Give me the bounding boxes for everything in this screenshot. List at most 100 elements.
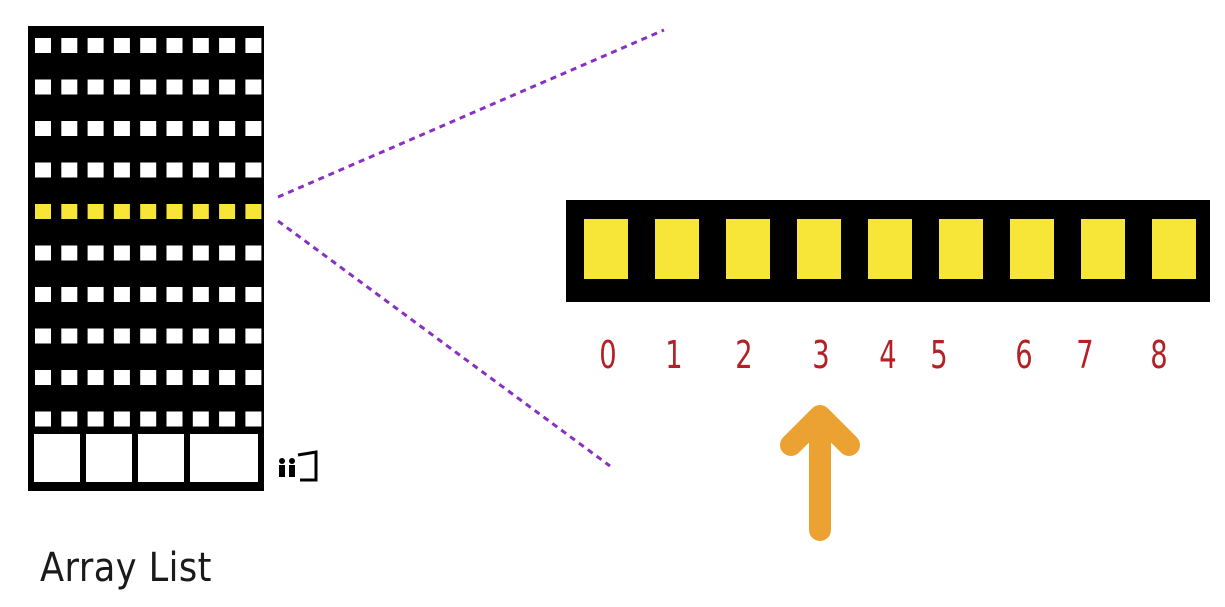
array-cell <box>1152 219 1196 279</box>
array-index-label: 0 <box>599 332 616 377</box>
array-index-label: 1 <box>665 332 682 377</box>
connector-line-bottom <box>277 219 611 468</box>
building-window <box>219 370 236 385</box>
building-window <box>166 79 183 95</box>
array-cell <box>726 219 770 279</box>
building-window <box>140 38 157 53</box>
zoom-connector <box>277 28 665 468</box>
pointer-arrow-head <box>780 405 860 456</box>
building-window <box>35 121 51 136</box>
building-window <box>113 370 130 385</box>
building-window <box>140 121 157 136</box>
highlighted-window <box>61 204 78 219</box>
building-window <box>61 287 78 302</box>
building-window <box>35 328 51 344</box>
building-window <box>87 162 104 178</box>
building-window <box>219 328 236 344</box>
ground-floor <box>34 434 258 482</box>
building-window <box>113 245 130 261</box>
building-window <box>166 162 183 178</box>
building-window <box>61 79 78 95</box>
building-window <box>87 370 104 385</box>
people-figures-icon <box>279 458 295 477</box>
building-window <box>87 328 104 344</box>
array-index-label: 7 <box>1076 332 1093 377</box>
building-window <box>166 121 183 136</box>
array-index-label: 4 <box>879 332 896 377</box>
building-window <box>113 38 130 53</box>
building-window <box>192 328 209 344</box>
building-window <box>192 162 209 178</box>
array-cell <box>1081 219 1125 279</box>
ground-door <box>34 434 80 482</box>
building-window <box>192 411 209 427</box>
building-window <box>35 162 51 178</box>
building-window <box>113 79 130 95</box>
building-window <box>61 38 78 53</box>
building-window <box>87 411 104 427</box>
building-window <box>166 328 183 344</box>
building-window <box>245 245 262 261</box>
building-window <box>192 79 209 95</box>
building-window <box>140 79 157 95</box>
building-window <box>61 245 78 261</box>
array-cell <box>939 219 983 279</box>
building-window <box>113 328 130 344</box>
building-window <box>219 245 236 261</box>
highlighted-window <box>35 204 51 219</box>
building-window <box>140 287 157 302</box>
building-window <box>245 38 262 53</box>
building-window <box>61 411 78 427</box>
array-cell <box>584 219 628 279</box>
building-window <box>35 38 51 53</box>
building-window <box>219 287 236 302</box>
building-window <box>113 411 130 427</box>
building-window <box>61 328 78 344</box>
building-window <box>113 121 130 136</box>
array-cell <box>797 219 841 279</box>
building-window <box>87 245 104 261</box>
array-cell <box>868 219 912 279</box>
building-window <box>140 328 157 344</box>
building-window <box>245 287 262 302</box>
building-window <box>219 79 236 95</box>
connector-line-top <box>277 28 665 199</box>
building-window <box>113 162 130 178</box>
array-index-label: 3 <box>812 332 829 377</box>
building-window <box>166 245 183 261</box>
building-window <box>61 121 78 136</box>
array-index-label: 5 <box>930 332 947 377</box>
building-window <box>35 245 51 261</box>
building-window <box>140 162 157 178</box>
building-window <box>166 287 183 302</box>
building-window <box>87 38 104 53</box>
building-window <box>245 121 262 136</box>
building-window <box>35 370 51 385</box>
building-window <box>192 245 209 261</box>
building-window <box>192 38 209 53</box>
array-cell <box>655 219 699 279</box>
array-index-label: 6 <box>1015 332 1032 377</box>
building-window <box>140 370 157 385</box>
building-window <box>192 370 209 385</box>
building-window <box>87 121 104 136</box>
building-window <box>35 411 51 427</box>
building-window <box>245 79 262 95</box>
building-window <box>166 411 183 427</box>
array-index-label: 2 <box>735 332 752 377</box>
building-window <box>166 370 183 385</box>
building-window <box>113 287 130 302</box>
array-strip <box>566 200 1210 302</box>
building-window <box>87 79 104 95</box>
building-window <box>245 370 262 385</box>
building-window <box>245 411 262 427</box>
building-window <box>219 162 236 178</box>
highlighted-window <box>192 204 209 219</box>
ground-door <box>190 434 258 482</box>
highlighted-window <box>87 204 104 219</box>
building-window <box>140 245 157 261</box>
building-window <box>140 411 157 427</box>
array-cell <box>1010 219 1054 279</box>
